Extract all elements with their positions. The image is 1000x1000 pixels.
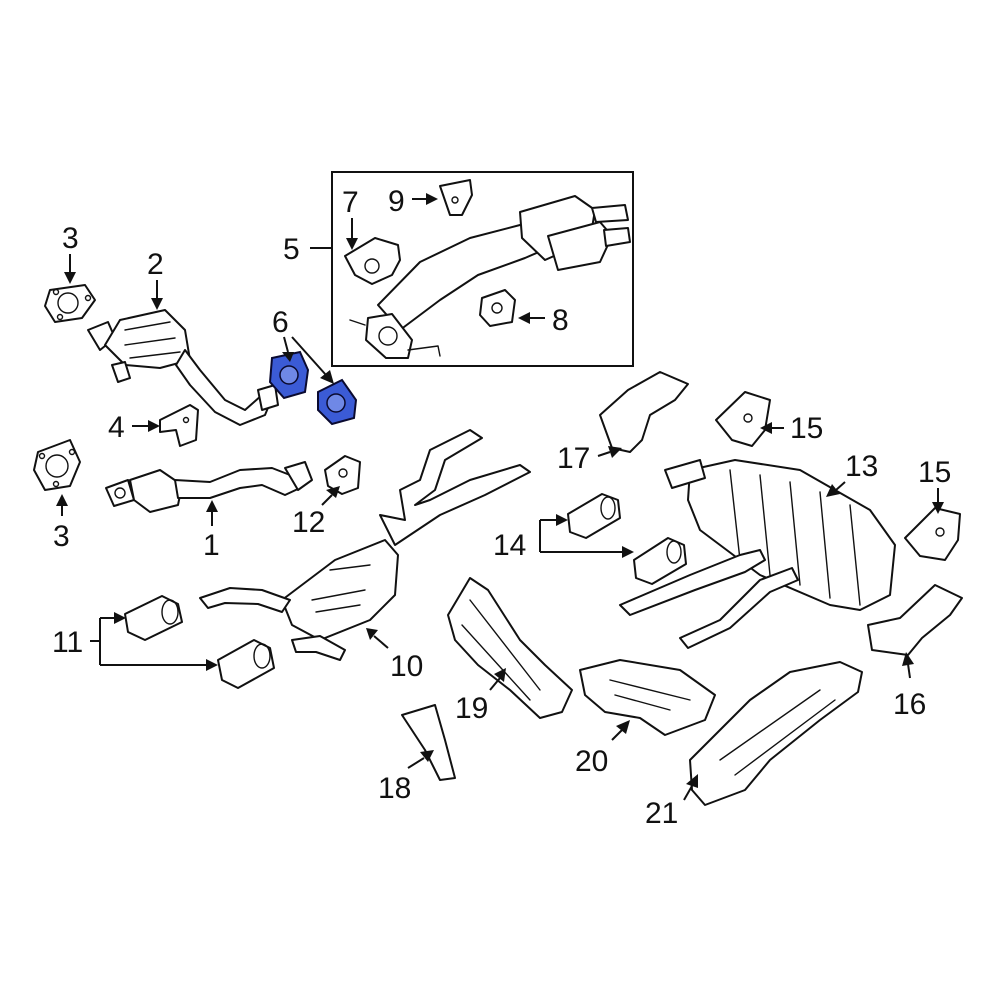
clamp-11-upper[interactable]	[124, 595, 183, 641]
callout-21: 21	[645, 797, 678, 830]
callout-12: 12	[292, 506, 325, 539]
highlighted-gasket-right[interactable]	[317, 378, 358, 426]
hanger-15-upper[interactable]	[715, 391, 771, 447]
callout-18: 18	[378, 772, 411, 805]
catalytic-converter-lower[interactable]	[105, 461, 313, 513]
exhaust-tip-17[interactable]	[599, 371, 689, 453]
rubber-mount[interactable]	[479, 289, 516, 327]
callout-1: 1	[203, 529, 220, 562]
callout-3-upper: 3	[62, 222, 79, 255]
heat-shield-19[interactable]	[447, 577, 573, 719]
callout-9: 9	[388, 185, 405, 218]
callout-15-right: 15	[918, 456, 951, 489]
callout-6: 6	[272, 306, 289, 339]
bracket[interactable]	[159, 404, 199, 447]
front-pipe-assembly[interactable]	[349, 195, 631, 359]
callout-2: 2	[147, 248, 164, 281]
clamp-14-lower[interactable]	[633, 537, 687, 585]
callout-13: 13	[845, 450, 878, 483]
exhaust-tip-16[interactable]	[867, 584, 963, 656]
callout-3-lower: 3	[53, 520, 70, 553]
gasket-lower[interactable]	[33, 439, 81, 491]
hanger-12[interactable]	[324, 455, 361, 495]
flange-bracket[interactable]	[344, 237, 401, 285]
callout-4: 4	[108, 411, 125, 444]
heat-shield-18[interactable]	[401, 704, 456, 781]
callout-15-upper: 15	[790, 412, 823, 445]
center-muffler-pipe[interactable]	[199, 429, 531, 661]
highlighted-gasket-left[interactable]	[268, 350, 310, 400]
heat-shield-21[interactable]	[689, 661, 863, 806]
catalytic-converter-upper[interactable]	[87, 309, 279, 426]
clamp-14-upper[interactable]	[567, 493, 621, 539]
callout-20: 20	[575, 745, 608, 778]
hanger-15-right[interactable]	[904, 507, 961, 561]
callout-5: 5	[283, 233, 300, 266]
gasket-upper[interactable]	[44, 284, 96, 323]
heat-shield-20[interactable]	[579, 659, 716, 736]
callout-8: 8	[552, 304, 569, 337]
callout-16: 16	[893, 688, 926, 721]
leader-lines	[56, 193, 944, 801]
callout-10: 10	[390, 650, 423, 683]
clamp-11-lower[interactable]	[217, 639, 275, 689]
hanger-bracket[interactable]	[439, 179, 473, 216]
assembly-group-box	[331, 171, 634, 367]
callout-7: 7	[342, 186, 359, 219]
callout-11: 11	[52, 626, 83, 659]
callout-17: 17	[557, 442, 590, 475]
callout-19: 19	[455, 692, 488, 725]
callout-14: 14	[493, 529, 526, 562]
rear-muffler[interactable]	[619, 459, 896, 649]
callout-labels: 3 2 4 3 1 6 5 7 9 8 12 10 11 14 17 15 13…	[52, 185, 951, 830]
